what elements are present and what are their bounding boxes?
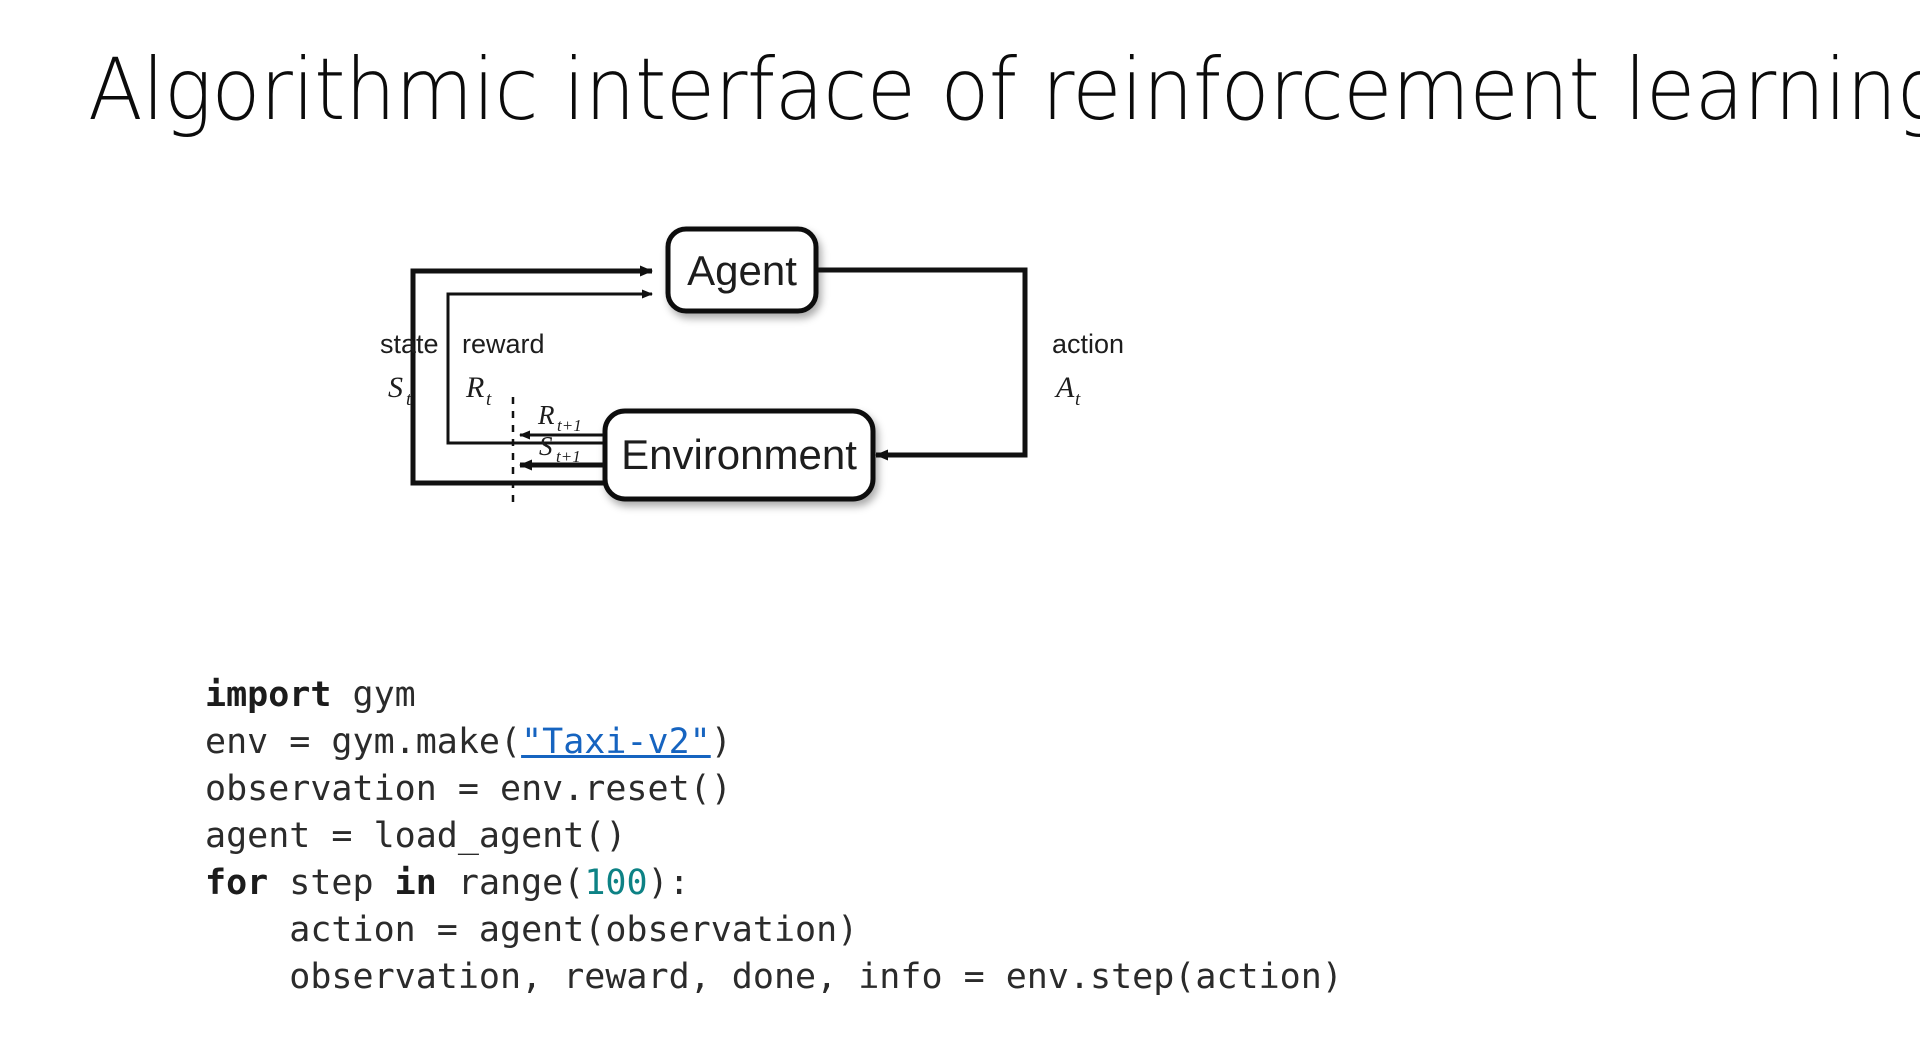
state-next-symbol: S t+1: [539, 431, 581, 466]
state-symbol-subscript: t: [406, 389, 412, 410]
action-label: action: [1052, 329, 1124, 359]
action-symbol: A t: [1054, 371, 1081, 410]
code-token: range(: [436, 863, 585, 903]
code-token: for: [205, 863, 269, 903]
state-next-symbol-letter: S: [539, 431, 553, 461]
reward-next-symbol: R t+1: [537, 400, 582, 435]
environment-node: [602, 408, 876, 502]
code-token: step: [268, 863, 395, 903]
code-token: observation = env.reset(): [205, 769, 732, 809]
action-symbol-letter: A: [1054, 371, 1075, 404]
code-line: observation, reward, done, info = env.st…: [205, 954, 1343, 1001]
code-line: observation = env.reset(): [205, 766, 1343, 813]
code-token: 100: [584, 863, 648, 903]
state-symbol: S t: [388, 371, 412, 410]
code-token: ): [710, 722, 732, 762]
agent-node: [665, 226, 819, 314]
code-token: ):: [647, 863, 690, 903]
code-line: env = gym.make("Taxi-v2"): [205, 719, 1343, 766]
code-token: action = agent(observation): [205, 910, 859, 950]
reward-next-symbol-letter: R: [537, 400, 555, 430]
code-token: observation, reward, done, info = env.st…: [205, 957, 1343, 997]
agent-node-label: Agent: [687, 247, 797, 294]
page-title: Algorithmic interface of reinforcement l…: [88, 40, 1920, 140]
code-line: import gym: [205, 672, 1343, 719]
code-link-token[interactable]: "Taxi-v2": [521, 722, 711, 762]
code-line: for step in range(100):: [205, 860, 1343, 907]
code-token: in: [394, 863, 437, 903]
code-token: import: [205, 675, 332, 715]
action-symbol-subscript: t: [1075, 389, 1081, 410]
code-line: agent = load_agent(): [205, 813, 1343, 860]
action-path: [818, 267, 1028, 461]
rl-loop-diagram: Agent Environment state S t reward: [380, 215, 1440, 545]
reward-symbol-subscript: t: [486, 389, 492, 410]
environment-node-label: Environment: [621, 431, 857, 478]
code-token: agent = load_agent(): [205, 816, 627, 856]
reward-symbol: R t: [465, 371, 492, 410]
code-line: action = agent(observation): [205, 907, 1343, 954]
code-token: gym: [331, 675, 416, 715]
state-next-symbol-subscript: t+1: [556, 447, 581, 466]
reward-label: reward: [462, 329, 545, 359]
reward-next-symbol-subscript: t+1: [557, 416, 582, 435]
reward-symbol-letter: R: [465, 371, 484, 404]
code-token: env = gym.make(: [205, 722, 522, 762]
state-label: state: [380, 329, 439, 359]
state-symbol-letter: S: [388, 371, 403, 404]
